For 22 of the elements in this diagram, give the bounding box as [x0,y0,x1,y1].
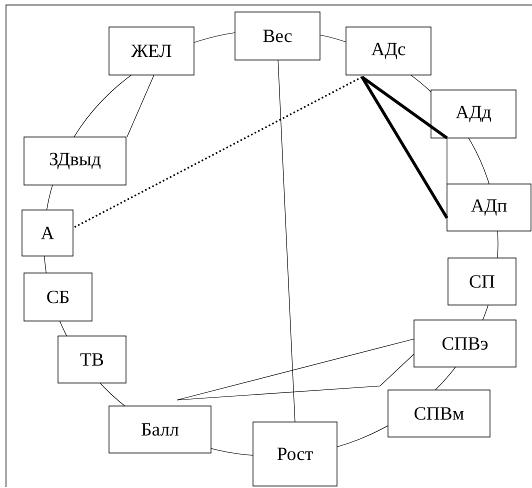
label-box: СПВм [388,390,490,438]
connector-line [361,76,448,140]
connector-line [176,354,414,400]
label-box: СП [448,258,516,306]
connector-line [360,76,448,219]
label-box: А [22,210,74,256]
label-box: АДс [346,26,432,76]
connector-line [446,138,448,184]
label-box: ЖЕЛ [108,26,194,76]
label-box: АДд [430,90,516,138]
connector-line [176,338,414,400]
label-box: ТВ [58,336,126,384]
connector-line [126,74,154,138]
label-box: АДп [446,184,532,232]
label-box: Рост [252,422,338,486]
label-box: ЗДвыд [24,136,126,186]
connector-line [278,60,296,422]
label-box: Вес [234,12,320,60]
label-box: Балл [108,406,212,454]
connector-line [72,76,362,229]
label-box: СБ [24,272,92,322]
label-box: СПВэ [414,320,516,368]
